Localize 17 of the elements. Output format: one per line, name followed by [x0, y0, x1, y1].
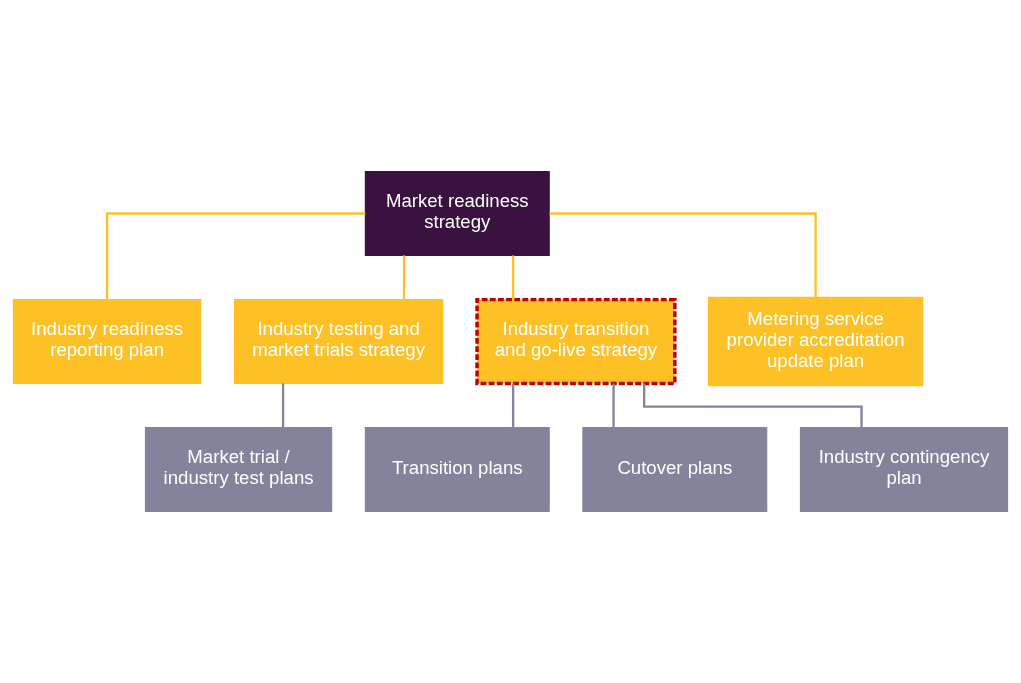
connector	[643, 383, 863, 428]
node-box: Industry contingency plan	[799, 427, 1009, 512]
node-box: Market readiness strategy	[364, 171, 550, 256]
node-box: Transition plans	[364, 427, 550, 512]
connector	[612, 383, 615, 428]
node-box: Cutover plans	[582, 427, 768, 512]
connector	[105, 212, 366, 300]
node-box: Industry readiness reporting plan	[12, 299, 202, 384]
connector	[549, 212, 817, 298]
connector	[281, 383, 285, 428]
connector	[402, 255, 406, 300]
node-box: Industry testing and market trials strategy	[233, 299, 444, 384]
node-box: Industry transition and go-live strategy	[475, 297, 677, 386]
connector	[511, 255, 515, 300]
connector	[511, 383, 515, 428]
node-box: Market trial / industry test plans	[144, 427, 333, 512]
node-box: Metering service provider accreditation update plan	[707, 296, 924, 387]
